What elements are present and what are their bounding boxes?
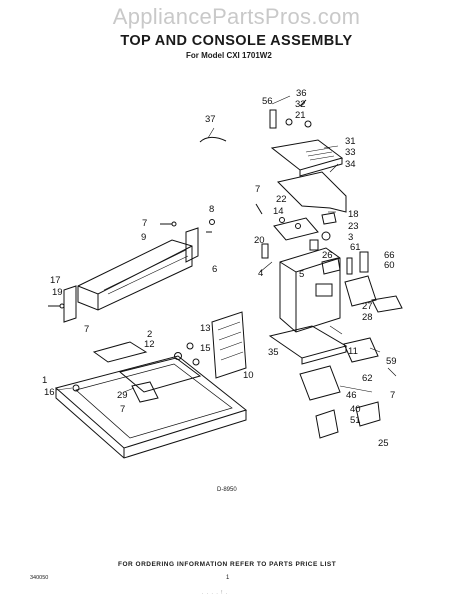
callout-label: 23: [348, 221, 359, 232]
callout-label: 46: [346, 390, 357, 401]
page-title: TOP AND CONSOLE ASSEMBLY: [120, 33, 353, 49]
callout-label: 12: [144, 339, 155, 350]
part-62-box: [343, 337, 379, 363]
ordering-note: FOR ORDERING INFORMATION REFER TO PARTS …: [118, 561, 337, 568]
part-40-switch: [315, 409, 339, 439]
callout-label: 34: [345, 159, 356, 170]
part-22-plate: [273, 217, 319, 241]
callout-label: 22: [276, 194, 287, 205]
part-6-end-cap: [185, 227, 199, 263]
callout-label: 19: [52, 287, 63, 298]
doc-number: 340050: [30, 575, 49, 581]
callout-label: 32: [295, 99, 306, 110]
callout-label: 60: [384, 260, 395, 271]
callout-label: 7: [390, 390, 395, 401]
callout-label: 7: [255, 184, 260, 195]
callout-label: 13: [200, 323, 211, 334]
part-17-end-cap: [63, 285, 77, 323]
callout-label: 6: [212, 264, 217, 275]
callout-label: 1: [42, 375, 47, 386]
diagram-code: D-8950: [217, 487, 237, 493]
faint-footer-marks: . . . . ! .: [202, 590, 229, 596]
callout-label: 33: [345, 147, 356, 158]
callout-label: 18: [348, 209, 359, 220]
callout-label: 28: [362, 312, 373, 323]
callout-label: 27: [362, 301, 373, 312]
part-2-panel: [92, 341, 148, 363]
callout-label: 21: [295, 110, 306, 121]
part-37-wire: [199, 136, 227, 143]
callout-label: 8: [209, 204, 214, 215]
model-subtitle: For Model CXI 1701W2: [186, 51, 272, 60]
callout-label: 31: [345, 136, 356, 147]
part-5-console-box: [279, 247, 341, 333]
callout-label: 4: [258, 268, 263, 279]
callout-label: 7: [142, 218, 147, 229]
part-46-bracket: [299, 365, 341, 401]
part-9-console-panel: [77, 239, 193, 311]
callout-label: 26: [322, 250, 333, 261]
watermark: AppliancePartsPros.com: [112, 4, 361, 29]
part-10-grille: [211, 311, 247, 379]
callout-label: 11: [348, 346, 358, 357]
callout-label: 40: [350, 404, 361, 415]
callout-label: 62: [362, 373, 373, 384]
callout-label: 66: [384, 250, 395, 261]
callout-label: 3: [348, 232, 353, 243]
page-number: 1: [226, 575, 230, 581]
callout-label: 35: [268, 347, 279, 358]
callout-label: 5: [299, 269, 304, 280]
callout-label: 61: [350, 242, 361, 253]
part-35-base-plate: [268, 325, 348, 359]
callout-label: 9: [141, 232, 146, 243]
callout-label: 37: [205, 114, 216, 125]
callout-label: 29: [117, 390, 128, 401]
callout-label: 7: [84, 324, 89, 335]
callout-label: 36: [296, 88, 307, 99]
callout-label: 17: [50, 275, 61, 286]
callout-label: 20: [254, 235, 265, 246]
callout-label: 59: [386, 356, 397, 367]
callout-label: 7: [120, 404, 125, 415]
part-31-cover: [270, 139, 344, 171]
callout-label: 25: [378, 438, 389, 449]
callout-label: 16: [44, 387, 55, 398]
callout-label: 10: [243, 370, 254, 381]
part-34-bracket: [277, 171, 347, 213]
part-25-clip: [355, 401, 381, 427]
callout-label: 15: [200, 343, 211, 354]
callout-label: 56: [262, 96, 273, 107]
callout-label: 14: [273, 206, 284, 217]
callout-label: 51: [350, 415, 361, 426]
callout-label: 2: [147, 329, 152, 340]
callout-labels: 36 56 32 21 31 33 34 37 7 22 14 18 23 3 …: [42, 88, 397, 449]
